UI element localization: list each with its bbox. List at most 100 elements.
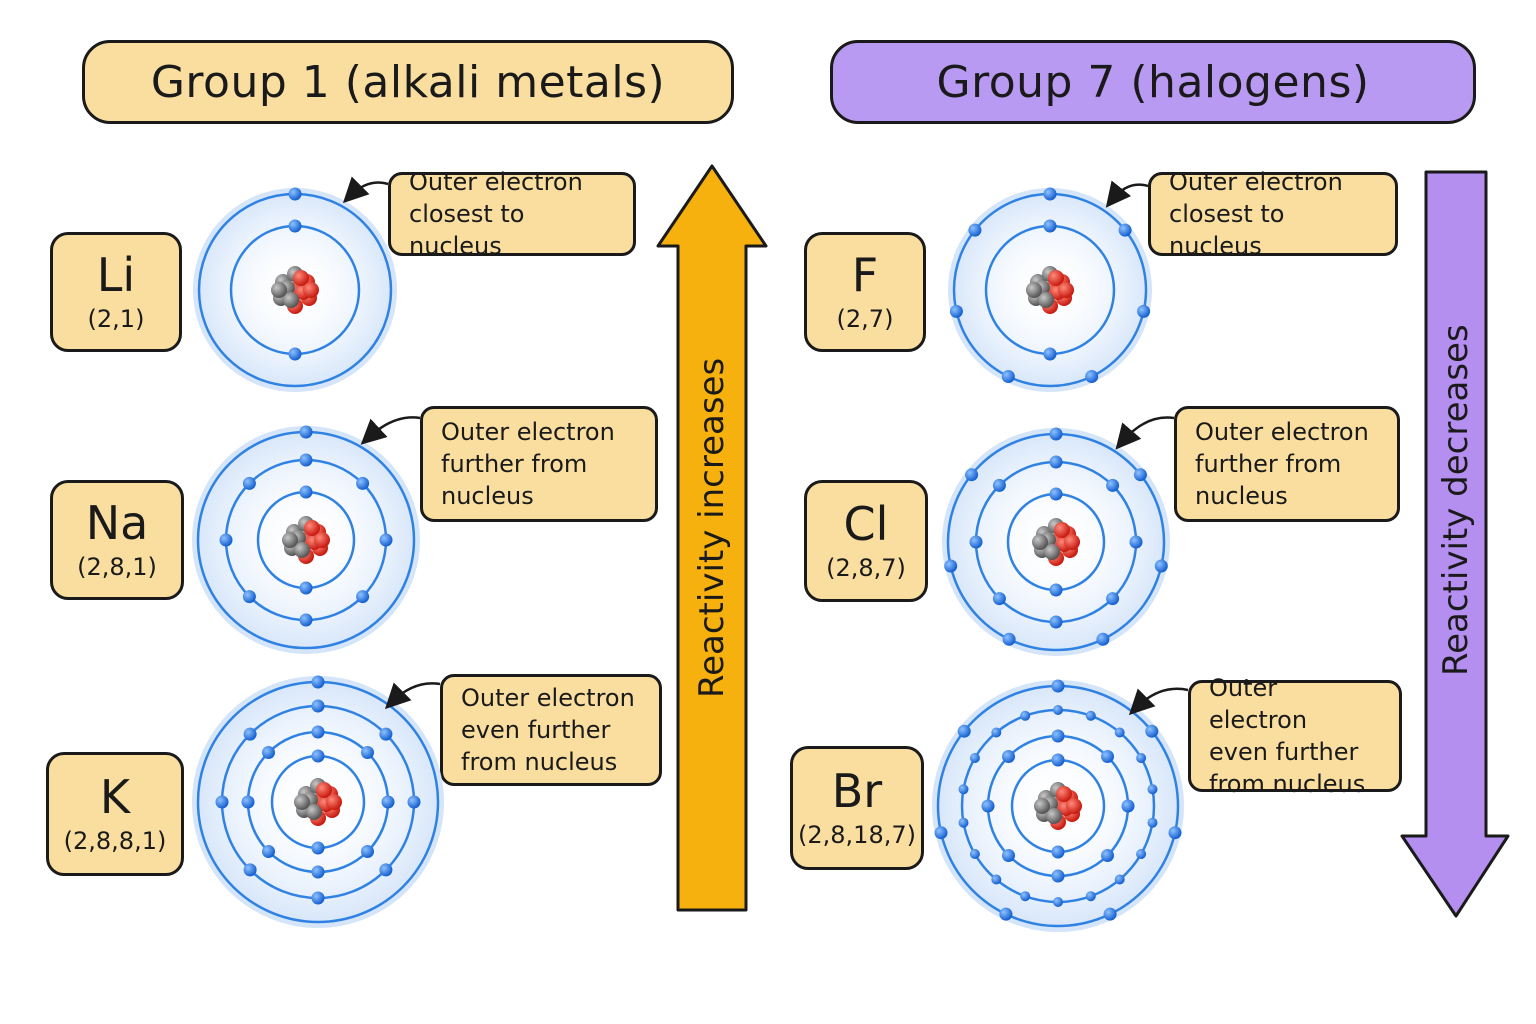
callout-k: Outer electron even further from nucleus	[440, 674, 662, 786]
electron	[1114, 874, 1125, 885]
electron	[1136, 753, 1147, 763]
neutron	[294, 794, 310, 810]
electron	[311, 891, 325, 905]
element-card-cl: Cl (2,8,7)	[804, 480, 928, 602]
element-symbol: Cl	[843, 496, 889, 551]
electron	[311, 841, 325, 855]
electron-configuration: (2,8,7)	[826, 554, 906, 583]
electron	[1049, 615, 1063, 629]
electron	[407, 795, 421, 809]
electron	[991, 727, 1002, 738]
proton	[1048, 270, 1064, 286]
electron	[1147, 784, 1158, 795]
callout-pointer-li	[342, 176, 389, 204]
electron	[1121, 799, 1135, 813]
electron	[949, 304, 963, 318]
electron	[1103, 907, 1117, 921]
electron	[969, 753, 980, 763]
electron	[215, 795, 229, 809]
group1-header: Group 1 (alkali metals)	[82, 40, 734, 124]
electron	[1051, 869, 1065, 883]
electron	[381, 795, 395, 809]
neutron	[282, 532, 298, 548]
electron	[243, 727, 257, 741]
element-symbol: Li	[96, 247, 136, 302]
atom-cl	[942, 427, 1170, 656]
electron	[992, 592, 1006, 606]
electron	[1137, 304, 1151, 318]
reactivity-increases-label: Reactivity increases	[692, 357, 732, 698]
neutron	[1032, 534, 1048, 550]
electron	[1043, 219, 1057, 233]
reactivity-decreases-label: Reactivity decreases	[1436, 324, 1476, 676]
proton	[316, 782, 332, 798]
electron	[299, 581, 313, 595]
electron	[968, 223, 982, 237]
electron	[1043, 187, 1057, 201]
electron	[944, 559, 958, 573]
electron-configuration: (2,8,18,7)	[798, 821, 916, 850]
neutron	[271, 282, 287, 298]
electron	[1053, 897, 1063, 907]
proton	[1064, 534, 1080, 550]
electron	[1129, 535, 1143, 549]
electron	[991, 874, 1002, 885]
element-card-li: Li (2,1)	[50, 232, 182, 352]
reactivity-decreases-arrow	[1400, 170, 1510, 918]
electron	[1096, 632, 1110, 646]
neutron	[283, 292, 299, 308]
callout-pointer-na	[360, 416, 421, 445]
electron	[1002, 632, 1016, 646]
electron	[1049, 487, 1063, 501]
electron	[299, 425, 313, 439]
electron	[1168, 826, 1182, 840]
callout-na: Outer electron further from nucleus	[420, 406, 658, 522]
electron	[262, 746, 275, 759]
proton	[303, 282, 319, 298]
callout-text: Outer electron even further from nucleus	[1209, 674, 1366, 798]
electron-configuration: (2,7)	[836, 305, 894, 334]
proton	[293, 270, 309, 286]
atom-li	[193, 187, 397, 392]
neutron	[1034, 798, 1050, 814]
electron	[356, 476, 370, 490]
electron-configuration: (2,8,8,1)	[63, 827, 167, 856]
electron	[1136, 849, 1147, 859]
callout-pointer-f	[1105, 180, 1149, 208]
electron	[1145, 724, 1159, 738]
electron	[311, 865, 325, 879]
nucleus	[271, 266, 319, 314]
electron	[1049, 583, 1063, 597]
callout-text: Outer electron further from nucleus	[1195, 418, 1369, 510]
electron	[1133, 468, 1147, 482]
callout-li: Outer electron closest to nucleus	[388, 168, 636, 260]
electron-configuration: (2,8,1)	[77, 553, 157, 582]
electron	[1101, 750, 1114, 763]
callout-pointer-cl	[1115, 416, 1175, 450]
nucleus	[282, 516, 330, 564]
electron	[242, 590, 256, 604]
electron	[262, 845, 275, 858]
electron	[999, 907, 1013, 921]
electron	[1020, 710, 1031, 721]
electron	[957, 724, 971, 738]
electron-configuration: (2,1)	[87, 305, 145, 334]
electron	[311, 675, 325, 689]
electron	[1049, 427, 1063, 441]
electron	[243, 863, 257, 877]
element-symbol: F	[851, 247, 879, 302]
electron	[934, 826, 948, 840]
electron	[969, 849, 980, 859]
electron	[1085, 710, 1096, 721]
element-symbol: K	[99, 769, 131, 824]
callout-text: Outer electron closest to nucleus	[409, 168, 583, 260]
electron	[1049, 455, 1063, 469]
electron	[1051, 729, 1065, 743]
electron	[1051, 753, 1065, 767]
electron	[288, 219, 302, 233]
nucleus	[1034, 782, 1082, 830]
reactivity-increases-arrow	[656, 164, 768, 912]
element-card-br: Br (2,8,18,7)	[790, 746, 924, 870]
electron	[288, 187, 302, 201]
